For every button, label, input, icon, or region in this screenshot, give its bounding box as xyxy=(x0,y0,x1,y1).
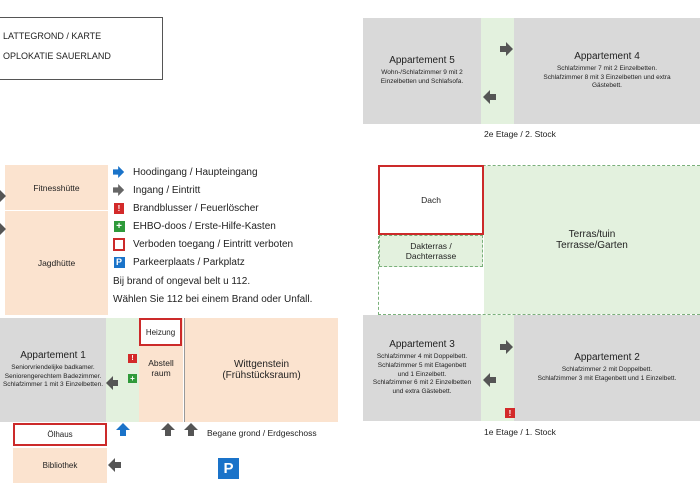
library-label: Bibliothek xyxy=(42,461,78,470)
apartment-3-desc-3: Schlafzimmer 6 mit 2 Einzelbetten und ex… xyxy=(372,379,472,396)
entrance-arrow-icon xyxy=(483,373,496,387)
storage-room-line-2: raum xyxy=(151,368,171,378)
terrace-garden[interactable]: Terras/tuin Terrasse/Garten xyxy=(484,166,700,314)
first-floor-label: 1e Etage / 1. Stock xyxy=(484,427,556,437)
apartment-2-desc-2: Schlafzimmer 3 mit Etagenbett und 1 Einz… xyxy=(537,375,677,382)
parking-symbol: P xyxy=(223,460,234,477)
second-floor-label: 2e Etage / 2. Stock xyxy=(484,129,556,139)
wittgenstein-breakfast-room[interactable]: Wittgenstein (Frühstücksraum) xyxy=(184,318,338,422)
legend-label: EHBO-doos / Erste-Hilfe-Kasten xyxy=(133,220,276,232)
title-box: LATTEGROND / KARTE OPLOKATIE SAUERLAND xyxy=(0,17,163,80)
roof-terrace-line-2: Dachterrasse xyxy=(405,251,457,261)
heating-room-label: Heizung xyxy=(145,327,176,337)
title-line-2: OPLOKATIE SAUERLAND xyxy=(3,51,111,61)
apartment-5-desc: Wohn-/Schlafzimmer 9 mit 2 Einzelbetten … xyxy=(380,69,464,85)
apartment-1-name: Appartement 1 xyxy=(20,349,86,361)
apartment-1-desc-2: Seniorengerechtem Badezimmer. xyxy=(4,372,102,380)
apartment-1-desc-1: Seniorvriendelijke badkamer. xyxy=(11,363,95,371)
legend-item-main-entrance: Hoodingang / Haupteingang xyxy=(113,163,353,181)
legend-label: Brandblusser / Feuerlöscher xyxy=(133,202,259,214)
gray-arrow-icon xyxy=(113,184,125,196)
apartment-1[interactable]: Appartement 1 Seniorvriendelijke badkame… xyxy=(0,318,106,422)
apartment-3-desc-2: Schlafzimmer 5 mit Etagenbett und 1 Einz… xyxy=(377,361,467,378)
wittgenstein-line-2: (Frühstücksraum) xyxy=(222,370,301,381)
parking-icon: P xyxy=(218,458,239,479)
first-aid-icon: + xyxy=(113,220,125,232)
storage-room[interactable]: Abstell raum xyxy=(139,350,183,386)
legend: Hoodingang / Haupteingang Ingang / Eintr… xyxy=(113,163,353,308)
fitness-hut-label: Fitnesshütte xyxy=(33,182,80,193)
no-entry-icon xyxy=(113,237,125,251)
apartment-2-name: Appartement 2 xyxy=(574,352,640,364)
apartment-4-desc-1: Schlafzimmer 7 mit 2 Einzelbetten. xyxy=(556,64,658,72)
entrance-arrow-icon xyxy=(500,42,513,56)
apartment-3[interactable]: Appartement 3 Schlafzimmer 4 mit Doppelb… xyxy=(363,315,481,421)
legend-label: Ingang / Eintritt xyxy=(133,184,201,196)
wittgenstein-line-1: Wittgenstein xyxy=(233,359,290,370)
legend-item-no-entry: Verboden toegang / Eintritt verboten xyxy=(113,235,353,253)
fire-extinguisher-icon: ! xyxy=(505,408,515,418)
legend-label: Hoodingang / Haupteingang xyxy=(133,166,258,178)
legend-item-entrance: Ingang / Eintritt xyxy=(113,181,353,199)
fire-extinguisher-icon: ! xyxy=(113,202,125,214)
apartment-3-desc-1: Schlafzimmer 4 mit Doppelbett. xyxy=(376,353,468,361)
apartment-3-name: Appartement 3 xyxy=(389,339,455,351)
entrance-arrow-icon xyxy=(483,90,496,104)
storage-room-line-1: Abstell xyxy=(148,358,174,368)
terrace-line-2: Terrasse/Garten xyxy=(556,240,628,251)
oil-house-label: Ölhaus xyxy=(47,430,73,439)
roof-terrace-line-1: Dakterras / xyxy=(410,241,452,251)
apartment-4-desc-2: Schlafzimmer 8 mit 3 Einzelbetten und ex… xyxy=(543,73,671,90)
roof-label: Dach xyxy=(421,195,441,205)
legend-item-first-aid: + EHBO-doos / Erste-Hilfe-Kasten xyxy=(113,217,353,235)
fire-extinguisher-icon: ! xyxy=(128,354,137,363)
legend-label: Verboden toegang / Eintritt verboten xyxy=(133,238,294,250)
legend-item-parking: P Parkeerplaats / Parkplatz xyxy=(113,253,353,271)
entrance-arrow-icon xyxy=(0,223,6,235)
library[interactable]: Bibliothek xyxy=(13,448,107,483)
ground-floor-label: Begane grond / Erdgeschoss xyxy=(207,428,317,438)
hunting-hut[interactable]: Jagdhütte xyxy=(5,210,108,315)
apartment-4-name: Appartement 4 xyxy=(574,50,640,62)
title-line-1: LATTEGROND / KARTE xyxy=(3,31,102,41)
entrance-arrow-icon xyxy=(161,423,175,436)
emergency-note-dutch: Bij brand of ongeval belt u 112. xyxy=(113,275,251,287)
roof-terrace[interactable]: Dakterras / Dachterrasse xyxy=(379,235,483,267)
entrance-arrow-icon xyxy=(106,376,118,390)
legend-label: Parkeerplaats / Parkplatz xyxy=(133,256,245,268)
entrance-arrow-icon xyxy=(184,423,198,436)
apartment-1-desc-3: Schlafzimmer 1 mit 3 Einzelbetten. xyxy=(2,381,104,389)
apartment-5[interactable]: Appartement 5 Wohn-/Schlafzimmer 9 mit 2… xyxy=(363,18,481,124)
parking-icon: P xyxy=(113,256,125,268)
blue-arrow-icon xyxy=(113,166,125,178)
heating-room: Heizung xyxy=(139,318,182,346)
first-aid-icon: + xyxy=(128,374,137,383)
apartment-2[interactable]: Appartement 2 Schlafzimmer 2 mit Doppelb… xyxy=(514,315,700,421)
hunting-hut-label: Jagdhütte xyxy=(37,258,76,268)
emergency-note-german: Wählen Sie 112 bei einem Brand oder Unfa… xyxy=(113,293,313,305)
apartment-4[interactable]: Appartement 4 Schlafzimmer 7 mit 2 Einze… xyxy=(514,18,700,124)
fitness-hut[interactable]: Fitnesshütte xyxy=(5,165,108,210)
terrace-line-1: Terras/tuin xyxy=(568,229,616,240)
roof: Dach xyxy=(378,165,484,235)
entrance-arrow-icon xyxy=(0,190,6,202)
oil-house: Ölhaus xyxy=(13,423,107,446)
corridor-ground-floor xyxy=(106,318,139,422)
entrance-arrow-icon xyxy=(108,458,121,472)
corridor-2nd-floor xyxy=(481,18,514,124)
apartment-5-name: Appartement 5 xyxy=(389,55,455,67)
apartment-2-desc-1: Schlafzimmer 2 mit Doppelbett. xyxy=(561,366,653,374)
corridor-1st-floor xyxy=(481,315,514,421)
legend-item-fire-extinguisher: ! Brandblusser / Feuerlöscher xyxy=(113,199,353,217)
entrance-arrow-icon xyxy=(500,340,513,354)
main-entrance-arrow-icon xyxy=(116,423,130,436)
